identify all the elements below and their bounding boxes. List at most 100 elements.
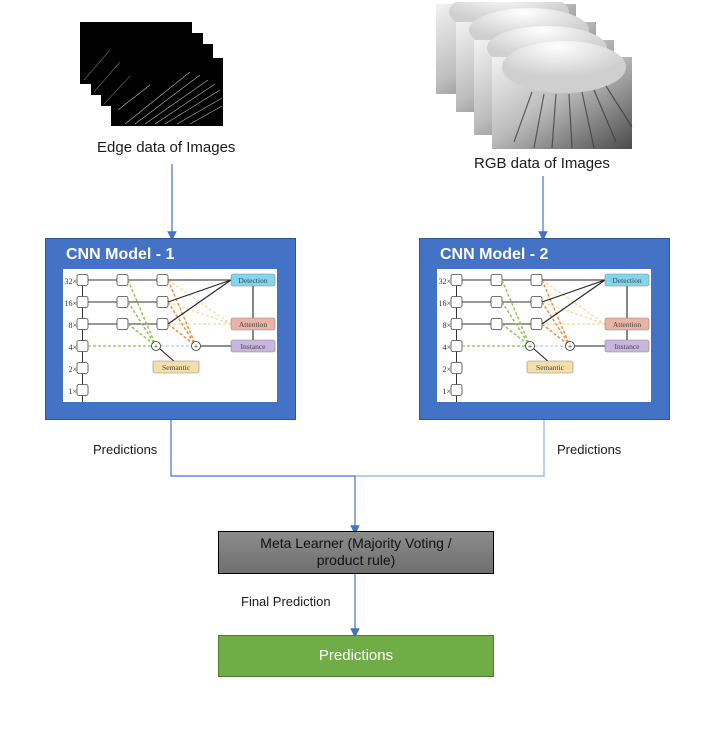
scale-label: 4× <box>68 343 77 352</box>
scale-label: 32× <box>438 277 451 286</box>
feature-node <box>76 384 89 396</box>
sum-symbol: + <box>154 342 159 351</box>
cnn2-predictions-label: Predictions <box>557 442 622 457</box>
scale-label: 4× <box>442 343 451 352</box>
scale-label: 16× <box>64 299 77 308</box>
detection-head-label: Detection <box>612 276 641 285</box>
feature-node <box>450 274 463 286</box>
semantic-head-box <box>526 360 574 374</box>
scale-label: 1× <box>68 387 77 396</box>
feature-node <box>116 274 129 286</box>
instance-dash <box>541 301 571 347</box>
detection-arrow <box>167 279 232 325</box>
rgb-data-label: RGB data of Images <box>474 155 610 172</box>
sum-node <box>525 341 535 351</box>
feature-node <box>530 274 543 286</box>
scale-label: 1× <box>442 387 451 396</box>
feature-node <box>450 296 463 308</box>
semantic-dash <box>501 301 531 347</box>
feature-node <box>450 318 463 330</box>
semantic-dash <box>501 323 531 347</box>
feature-node <box>490 318 503 330</box>
instance-head-box <box>230 339 276 353</box>
detection-arrow <box>541 279 606 325</box>
instance-head-label: Instance <box>615 342 641 351</box>
sum-symbol: + <box>194 342 199 351</box>
semantic-arrow <box>533 348 551 364</box>
semantic-dash <box>127 279 157 347</box>
semantic-head-label: Semantic <box>162 363 191 372</box>
semantic-dash <box>127 323 157 347</box>
feature-node <box>116 318 129 330</box>
cnn-model-2-title: CNN Model - 2 <box>440 246 549 263</box>
feature-node <box>156 318 169 330</box>
semantic-arrow <box>159 348 177 364</box>
feature-node <box>76 296 89 308</box>
feature-node <box>530 296 543 308</box>
cnn2-output-line <box>355 420 545 477</box>
edge-image <box>111 58 223 126</box>
feature-node <box>490 274 503 286</box>
cnn1-output-line <box>170 420 355 477</box>
sum-node <box>191 341 201 351</box>
detection-arrow <box>167 279 232 303</box>
semantic-dash <box>127 301 157 347</box>
meta-learner-line-1: Meta Learner (Majority Voting / <box>260 535 452 551</box>
attention-dash <box>167 301 232 325</box>
meta-learner-box[interactable]: Meta Learner (Majority Voting / product … <box>218 531 494 574</box>
attention-head-box <box>604 317 650 331</box>
semantic-dash <box>501 279 531 347</box>
instance-dash <box>541 279 571 347</box>
sum-symbol: + <box>568 342 573 351</box>
feature-node <box>530 318 543 330</box>
feature-node <box>156 296 169 308</box>
final-prediction-label: Final Prediction <box>241 594 331 609</box>
feature-node <box>76 274 89 286</box>
detection-arrow <box>541 279 606 303</box>
instance-head-label: Instance <box>241 342 267 351</box>
feature-node <box>450 384 463 396</box>
edge-image-stack <box>80 20 230 130</box>
edge-data-label: Edge data of Images <box>97 139 236 156</box>
meta-learner-line-2: product rule) <box>316 552 396 568</box>
attention-head-box <box>230 317 276 331</box>
attention-head-label: Attention <box>239 320 268 329</box>
instance-dash <box>541 323 571 347</box>
attention-dash <box>167 279 232 325</box>
instance-dash <box>167 279 197 347</box>
detection-head-box <box>604 273 650 287</box>
sum-node <box>151 341 161 351</box>
predictions-output-box[interactable]: Predictions <box>218 635 494 677</box>
cnn1-predictions-label: Predictions <box>93 442 158 457</box>
instance-dash <box>167 301 197 347</box>
scale-label: 8× <box>68 321 77 330</box>
rgb-image-stack <box>434 0 634 152</box>
scale-label: 32× <box>64 277 77 286</box>
architecture-svg: 32×16×8×4×2×1×++DetectionAttentionInstan… <box>438 273 650 407</box>
attention-dash <box>541 301 606 325</box>
rgb-image <box>492 41 633 149</box>
scale-label: 8× <box>442 321 451 330</box>
cnn-model-1-title: CNN Model - 1 <box>66 246 175 263</box>
semantic-head-label: Semantic <box>536 363 565 372</box>
feature-node <box>76 318 89 330</box>
feature-node <box>116 296 129 308</box>
feature-node <box>76 340 89 352</box>
feature-node <box>156 274 169 286</box>
scale-label: 16× <box>438 299 451 308</box>
architecture-svg: 32×16×8×4×2×1×++DetectionAttentionInstan… <box>64 273 276 407</box>
feature-node <box>450 340 463 352</box>
detection-head-label: Detection <box>238 276 267 285</box>
attention-dash <box>541 279 606 325</box>
feature-node <box>490 296 503 308</box>
scale-label: 2× <box>442 365 451 374</box>
feature-node <box>76 362 89 374</box>
feature-node <box>450 362 463 374</box>
attention-head-label: Attention <box>613 320 642 329</box>
sum-node <box>565 341 575 351</box>
